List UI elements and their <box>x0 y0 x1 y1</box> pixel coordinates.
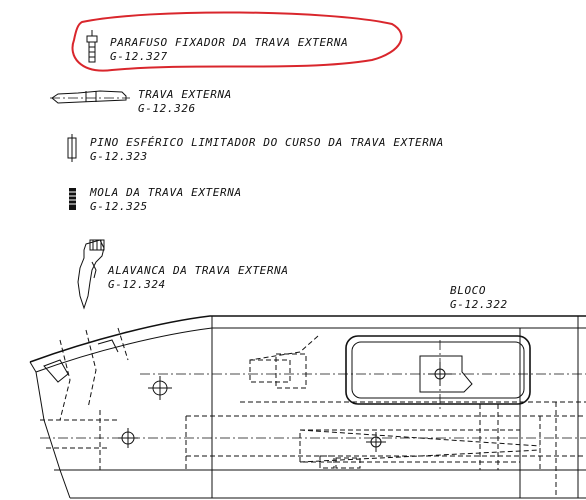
part-3-name: PINO ESFÉRICO LIMITADOR DO CURSO DA TRAV… <box>90 136 444 149</box>
part-4-code: G-12.325 <box>90 200 148 213</box>
part-1-name: PARAFUSO FIXADOR DA TRAVA EXTERNA <box>110 36 348 49</box>
part-1-code: G-12.327 <box>110 50 168 63</box>
part-2-code: G-12.326 <box>138 102 196 115</box>
part-5-name: ALAVANCA DA TRAVA EXTERNA <box>107 264 289 277</box>
screw-icon <box>86 30 98 63</box>
part-2-name: TRAVA EXTERNA <box>138 88 232 101</box>
latch-icon <box>50 90 130 104</box>
lever-icon <box>77 239 105 310</box>
assembly-code: G-12.322 <box>450 298 508 311</box>
part-3-code: G-12.323 <box>90 150 148 163</box>
part-4-name: MOLA DA TRAVA EXTERNA <box>89 186 242 199</box>
block-assembly-drawing <box>29 315 586 499</box>
spring-icon <box>69 188 76 210</box>
part-5-code: G-12.324 <box>108 278 166 291</box>
assembly-name: BLOCO <box>450 284 486 297</box>
highlight-ellipse <box>71 11 403 72</box>
pin-icon <box>67 134 77 162</box>
